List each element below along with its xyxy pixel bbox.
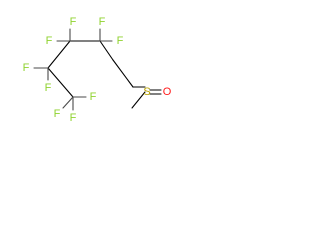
sulfur-label: S	[143, 86, 150, 98]
molecule-drawing: F F F F F F F F F S O	[23, 16, 172, 124]
bond-c1-c2	[47, 67, 74, 98]
bond-c4-c5	[99, 40, 114, 61]
fluorine-label: F	[23, 62, 30, 74]
fluorine-label: F	[54, 108, 61, 120]
fluorine-label: F	[46, 35, 53, 47]
fluorine-label: F	[117, 35, 124, 47]
bond-c2-c3	[47, 40, 71, 69]
bond-s-methyl	[131, 91, 146, 109]
fluorine-label: F	[70, 16, 77, 28]
fluorine-label: F	[70, 112, 77, 124]
fluorine-label: F	[99, 16, 106, 28]
oxygen-label: O	[163, 86, 172, 98]
bond-c5-c6	[112, 59, 134, 88]
fluorine-label: F	[45, 82, 52, 94]
structure-canvas: F F F F F F F F F S O	[0, 0, 196, 135]
fluorine-label: F	[90, 91, 97, 103]
bond-c1-f-c	[62, 96, 74, 109]
